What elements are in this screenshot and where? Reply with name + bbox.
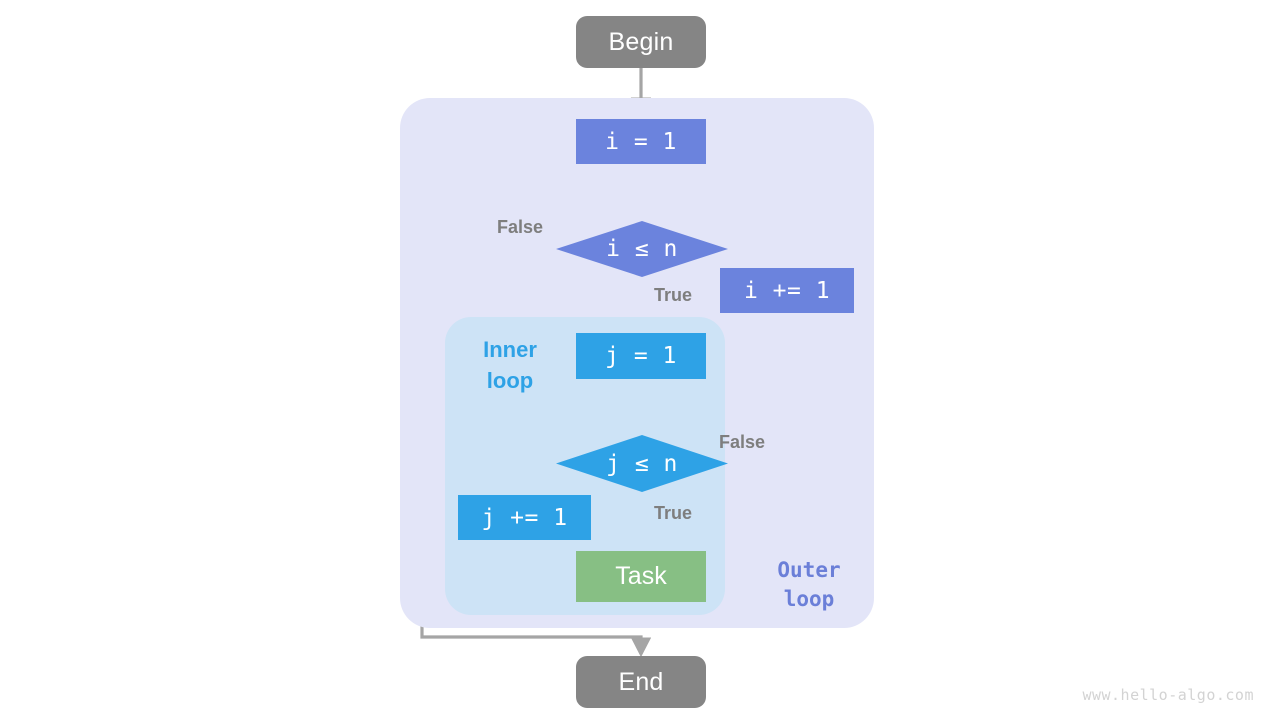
node-j-cond-label: j ≤ n	[606, 450, 678, 477]
node-i-cond-label: i ≤ n	[606, 236, 678, 262]
node-i-init-label: i = 1	[605, 128, 677, 155]
inner-loop-label: Inner loop	[483, 337, 537, 393]
node-begin-label: Begin	[608, 27, 674, 56]
edge-label-inner-false: False	[719, 432, 766, 452]
node-j-incr[interactable]: j += 1	[458, 495, 591, 540]
i-cond-diamond-shape	[556, 221, 728, 277]
node-i-cond[interactable]: i ≤ n	[556, 221, 728, 277]
edge-label-outer-false: False	[497, 217, 544, 237]
node-j-cond-text-wrap: j ≤ n	[556, 435, 728, 492]
node-begin[interactable]: Begin	[576, 16, 706, 68]
edge-label-inner-true: True	[654, 503, 693, 523]
node-end[interactable]: End	[576, 656, 706, 708]
node-i-init[interactable]: i = 1	[576, 119, 706, 164]
watermark: www.hello-algo.com	[1082, 686, 1254, 704]
node-j-cond[interactable]: j ≤ n	[556, 435, 728, 492]
outer-loop-label: Outer loop	[777, 558, 841, 611]
node-end-label: End	[618, 667, 664, 696]
j-cond-diamond-shape	[556, 435, 728, 492]
node-task-label: Task	[615, 562, 667, 590]
node-i-incr-label: i += 1	[743, 277, 831, 304]
node-j-incr-label: j += 1	[481, 504, 568, 531]
node-i-cond-text-wrap: i ≤ n	[556, 221, 728, 277]
node-j-init-label: j = 1	[605, 343, 677, 369]
node-i-incr[interactable]: i += 1	[720, 268, 854, 313]
edge-label-outer-true: True	[654, 285, 693, 305]
node-j-init[interactable]: j = 1	[576, 333, 706, 379]
node-task[interactable]: Task	[576, 551, 706, 602]
